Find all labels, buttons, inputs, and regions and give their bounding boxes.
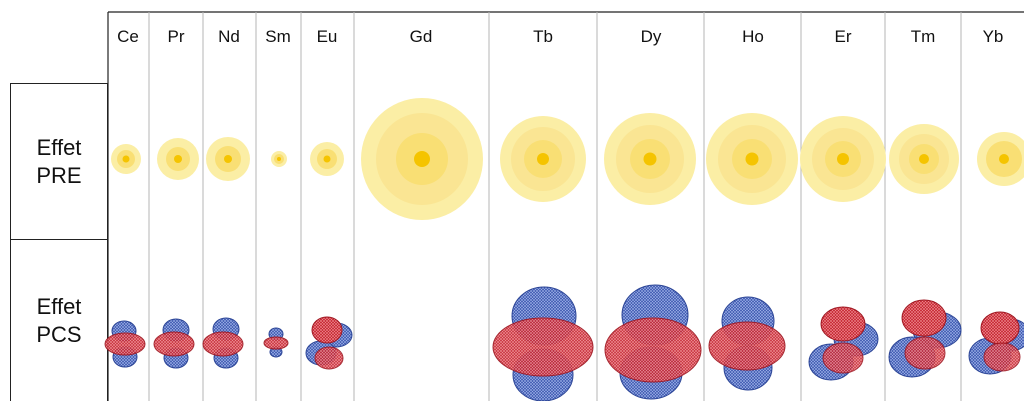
pre-disc-nd <box>206 137 250 181</box>
pcs-lobes-nd <box>202 317 244 369</box>
pre-disc-pr <box>157 138 199 180</box>
pre-disc-ho <box>706 113 798 205</box>
pre-disc-gd <box>361 98 483 220</box>
pre-row-label-text: Effet PRE <box>36 134 82 188</box>
pcs-lobes-dy <box>604 284 702 400</box>
pcs-lobes-eu <box>305 316 353 370</box>
element-label-tm: Tm <box>911 27 936 46</box>
pcs-lobes-pr <box>153 318 195 369</box>
pre-disc-tb <box>500 116 586 202</box>
pre-disc-er <box>800 116 886 202</box>
pcs-lobes-sm <box>263 327 289 358</box>
element-label-nd: Nd <box>218 27 240 46</box>
pcs-lobes-ho <box>708 296 786 391</box>
row-labels-panel: Effet PRE Effet PCS <box>10 83 108 401</box>
pcs-lobes-ce <box>104 320 146 368</box>
pcs-lobes-tb <box>492 286 594 401</box>
element-label-tb: Tb <box>533 27 553 46</box>
element-label-eu: Eu <box>317 27 338 46</box>
pre-effect-row <box>111 98 1024 220</box>
pcs-row-label-text: Effet PCS <box>36 294 82 347</box>
pre-disc-dy <box>604 113 696 205</box>
row-divider <box>11 239 107 240</box>
pre-disc-ce <box>111 144 141 174</box>
pre-disc-eu <box>310 142 344 176</box>
element-label-ho: Ho <box>742 27 764 46</box>
element-label-pr: Pr <box>168 27 185 46</box>
element-label-yb: Yb <box>983 27 1004 46</box>
column-grid <box>107 11 1024 401</box>
element-label-er: Er <box>835 27 852 46</box>
pre-disc-sm <box>271 151 287 167</box>
element-label-gd: Gd <box>410 27 433 46</box>
pcs-row-label: Effet PCS <box>11 240 107 402</box>
pre-row-label: Effet PRE <box>11 84 107 239</box>
element-label-dy: Dy <box>641 27 662 46</box>
pre-disc-yb <box>977 132 1024 186</box>
element-label-ce: Ce <box>117 27 139 46</box>
pre-disc-tm <box>889 124 959 194</box>
pcs-effect-row <box>104 284 1024 401</box>
element-headers: Ce Pr Nd Sm Eu Gd Tb Dy Ho Er Tm Yb <box>117 27 1003 46</box>
pcs-lobes-er <box>808 306 879 381</box>
element-label-sm: Sm <box>265 27 291 46</box>
pcs-lobes-tm <box>888 299 962 378</box>
pcs-lobes-yb <box>968 311 1024 375</box>
